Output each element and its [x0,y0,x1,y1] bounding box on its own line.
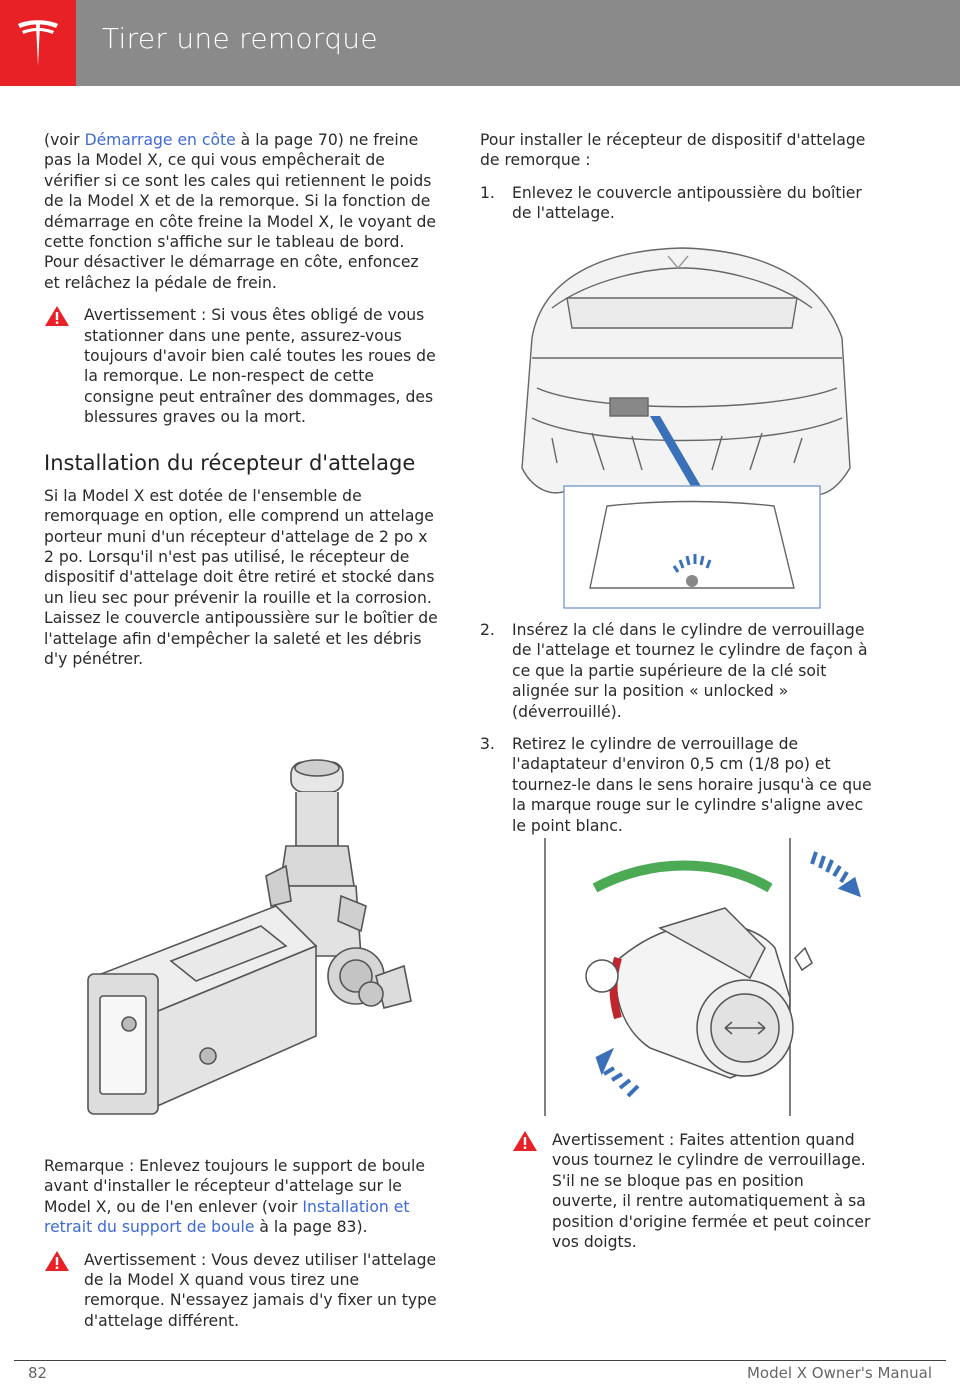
warning-text: Avertissement : Vous devez utiliser l'at… [84,1250,437,1330]
paragraph-text: (voir [44,131,85,149]
section-paragraph: Si la Model X est dotée de l'ensemble de… [44,486,438,668]
step-text: Retirez le cylindre de verrouillage de l… [512,735,872,835]
footer-manual-title: Model X Owner's Manual [746,1364,932,1382]
step-number: 3. [480,735,495,754]
step-item: 3. Retirez le cylindre de verrouillage d… [480,734,880,836]
step-number: 1. [480,183,495,202]
page-header: Tirer une remorque [0,0,960,86]
step-number: 2. [480,621,495,639]
page-number: 82 [28,1364,48,1382]
warning-callout: Avertissement : Vous devez utiliser l'at… [44,1250,439,1332]
tesla-logo-icon [18,20,58,66]
link-demarrage-en-cote[interactable]: Démarrage en côte [84,131,236,149]
page-title: Tirer une remorque [102,22,378,55]
left-column-bottom: Remarque : Enlevez toujours le support d… [44,1156,439,1343]
note-text: Remarque : Enlevez toujours le support d… [44,1157,425,1216]
note-text: à la page 83). [254,1218,368,1237]
warning-text: Avertissement : Si vous êtes obligé de v… [84,306,436,427]
hitch-receiver-illustration [87,759,412,1115]
step-text: Enlevez le couvercle antipoussière du bo… [512,183,862,223]
warning-text: Avertissement : Faites attention quand v… [552,1131,871,1252]
warning-icon [45,1250,69,1271]
right-column: Pour installer le récepteur de dispositi… [480,130,880,236]
link-installation-retrait-support-boule[interactable]: Installation et retrait du support de bo… [44,1197,410,1237]
paragraph-text: à la page 70) ne freine pas la Model X, … [44,131,437,292]
tesla-logo [0,0,76,86]
warning-icon [45,306,69,327]
steps-list-continued: 2. Insérez la clé dans le cylindre de ve… [480,620,880,836]
warning-callout: Avertissement : Faites attention quand v… [512,1130,872,1252]
step-text: Insérez la clé dans le cylindre de verro… [512,621,868,721]
step-item: 2. Insérez la clé dans le cylindre de ve… [480,620,880,722]
right-column-warning: Avertissement : Faites attention quand v… [512,1130,872,1264]
rear-bumper-illustration [521,247,851,609]
note-paragraph: Remarque : Enlevez toujours le support d… [44,1156,439,1238]
lock-cylinder-illustration [544,838,862,1116]
warning-callout: Avertissement : Si vous êtes obligé de v… [44,305,439,427]
steps-intro: Pour installer le récepteur de dispositi… [480,131,866,170]
warning-icon [513,1131,537,1151]
step-item: 1. Enlevez le couvercle antipoussière du… [480,183,880,224]
right-column-steps: 2. Insérez la clé dans le cylindre de ve… [480,620,880,848]
section-heading: Installation du récepteur d'attelage [44,450,416,475]
intro-paragraph: (voir Démarrage en côte à la page 70) ne… [44,130,439,293]
left-column: (voir Démarrage en côte à la page 70) ne… [44,130,439,681]
footer-divider [14,1360,946,1361]
steps-list: 1. Enlevez le couvercle antipoussière du… [480,183,880,224]
